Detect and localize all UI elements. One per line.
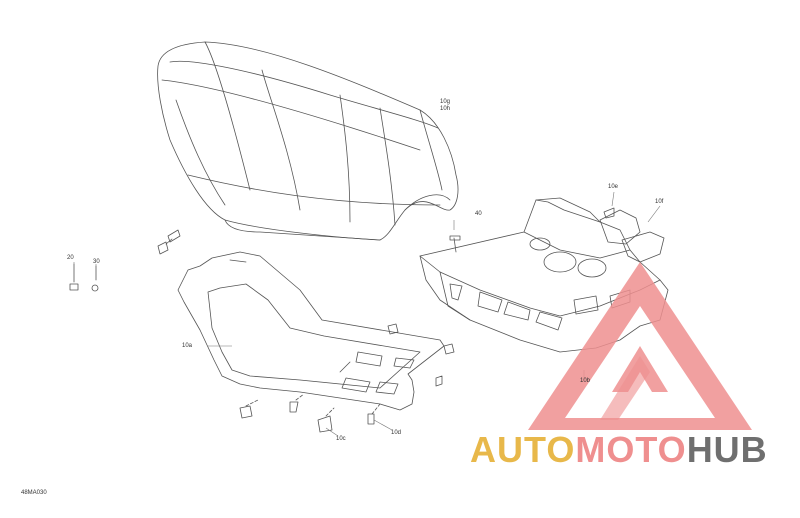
callout-10f: 10f xyxy=(655,199,664,205)
callout-10h: 10h xyxy=(440,106,451,112)
rear-frame-bracket xyxy=(419,197,669,353)
seat-cushion xyxy=(157,41,459,241)
watermark-part-hub: HUB xyxy=(686,429,768,470)
callout-40: 40 xyxy=(475,211,482,217)
callout-30: 30 xyxy=(93,259,100,265)
fastener-30 xyxy=(91,265,99,292)
callout-20: 20 xyxy=(67,255,74,261)
seat-base-plate xyxy=(177,251,445,411)
callout-10a: 10a xyxy=(182,343,193,349)
figure-code: 48MA030 xyxy=(21,490,47,496)
watermark-logo-icon xyxy=(528,262,752,430)
plate-fasteners xyxy=(239,323,455,433)
callout-10b: 10b xyxy=(580,378,591,384)
screw-part xyxy=(157,229,181,255)
callout-10c: 10c xyxy=(336,436,346,442)
watermark-part-auto: AUTO xyxy=(470,429,576,470)
callout-10d: 10d xyxy=(391,430,402,436)
watermark-text: AUTOMOTOHUB xyxy=(470,432,768,468)
callout-10e: 10e xyxy=(608,184,619,190)
callout-10g: 10g xyxy=(440,99,451,105)
watermark-part-moto: MOTO xyxy=(575,429,687,470)
fastener-20 xyxy=(69,263,79,291)
